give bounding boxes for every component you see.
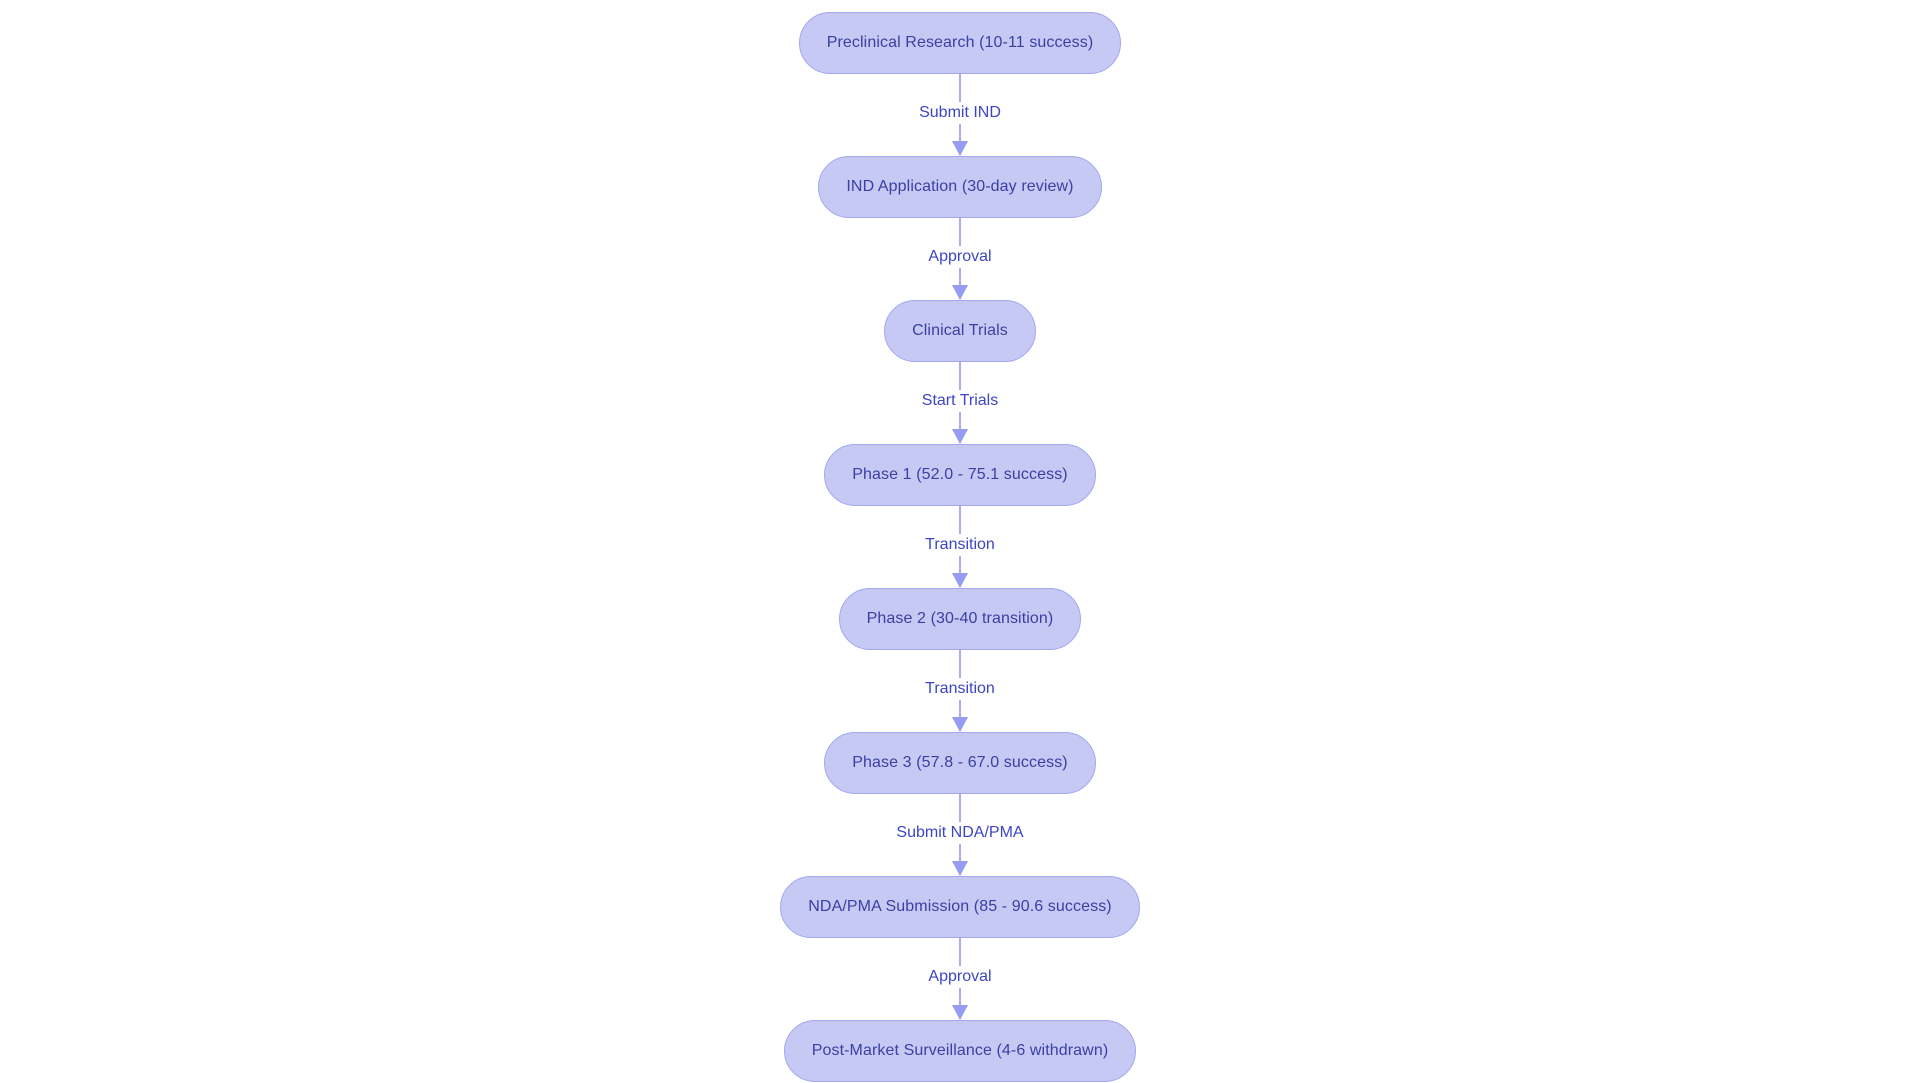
flow-node-clinical-trials: Clinical Trials — [884, 300, 1036, 362]
edge-label: Submit NDA/PMA — [888, 822, 1032, 845]
edge-label: Approval — [920, 246, 1000, 269]
arrowhead-down-icon — [952, 285, 968, 300]
edge-label: Transition — [917, 678, 1003, 701]
flow-edge-phase-2-to-phase-3: Transition — [820, 650, 1100, 732]
flow-edge-ind-application-to-clinical-trials: Approval — [820, 218, 1100, 300]
flow-edge-preclinical-research-to-ind-application: Submit IND — [820, 74, 1100, 156]
node-label: Phase 1 (52.0 - 75.1 success) — [852, 466, 1068, 483]
arrowhead-down-icon — [952, 573, 968, 588]
arrowhead-down-icon — [952, 141, 968, 156]
edge-label: Submit IND — [911, 102, 1009, 125]
edge-label: Approval — [920, 966, 1000, 989]
node-label: Phase 3 (57.8 - 67.0 success) — [852, 754, 1068, 771]
arrowhead-down-icon — [952, 1005, 968, 1020]
arrowhead-down-icon — [952, 861, 968, 876]
node-label: NDA/PMA Submission (85 - 90.6 success) — [808, 898, 1112, 915]
flow-node-preclinical-research: Preclinical Research (10-11 success) — [798, 12, 1122, 74]
flowchart-column: Preclinical Research (10-11 success) Subm… — [780, 0, 1140, 1083]
arrowhead-down-icon — [952, 717, 968, 732]
flow-edge-phase-3-to-nda-pma-submission: Submit NDA/PMA — [820, 794, 1100, 876]
flow-node-phase-1: Phase 1 (52.0 - 75.1 success) — [824, 444, 1096, 506]
edge-label: Start Trials — [913, 390, 1007, 413]
flow-node-phase-2: Phase 2 (30-40 transition) — [838, 588, 1082, 650]
node-label: IND Application (30-day review) — [846, 178, 1074, 195]
edge-label: Transition — [917, 534, 1003, 557]
flow-node-ind-application: IND Application (30-day review) — [818, 156, 1102, 218]
node-label: Post-Market Surveillance (4-6 withdrawn) — [811, 1042, 1109, 1059]
flow-edge-phase-1-to-phase-2: Transition — [820, 506, 1100, 588]
node-label: Phase 2 (30-40 transition) — [866, 610, 1054, 627]
flow-node-phase-3: Phase 3 (57.8 - 67.0 success) — [824, 732, 1096, 794]
arrowhead-down-icon — [952, 429, 968, 444]
flow-edge-nda-pma-submission-to-post-market-surveillance: Approval — [820, 938, 1100, 1020]
node-label: Preclinical Research (10-11 success) — [826, 34, 1094, 51]
flow-node-nda-pma-submission: NDA/PMA Submission (85 - 90.6 success) — [780, 876, 1140, 938]
flow-edge-clinical-trials-to-phase-1: Start Trials — [820, 362, 1100, 444]
node-label: Clinical Trials — [912, 322, 1008, 339]
flow-node-post-market-surveillance: Post-Market Surveillance (4-6 withdrawn) — [783, 1020, 1137, 1082]
